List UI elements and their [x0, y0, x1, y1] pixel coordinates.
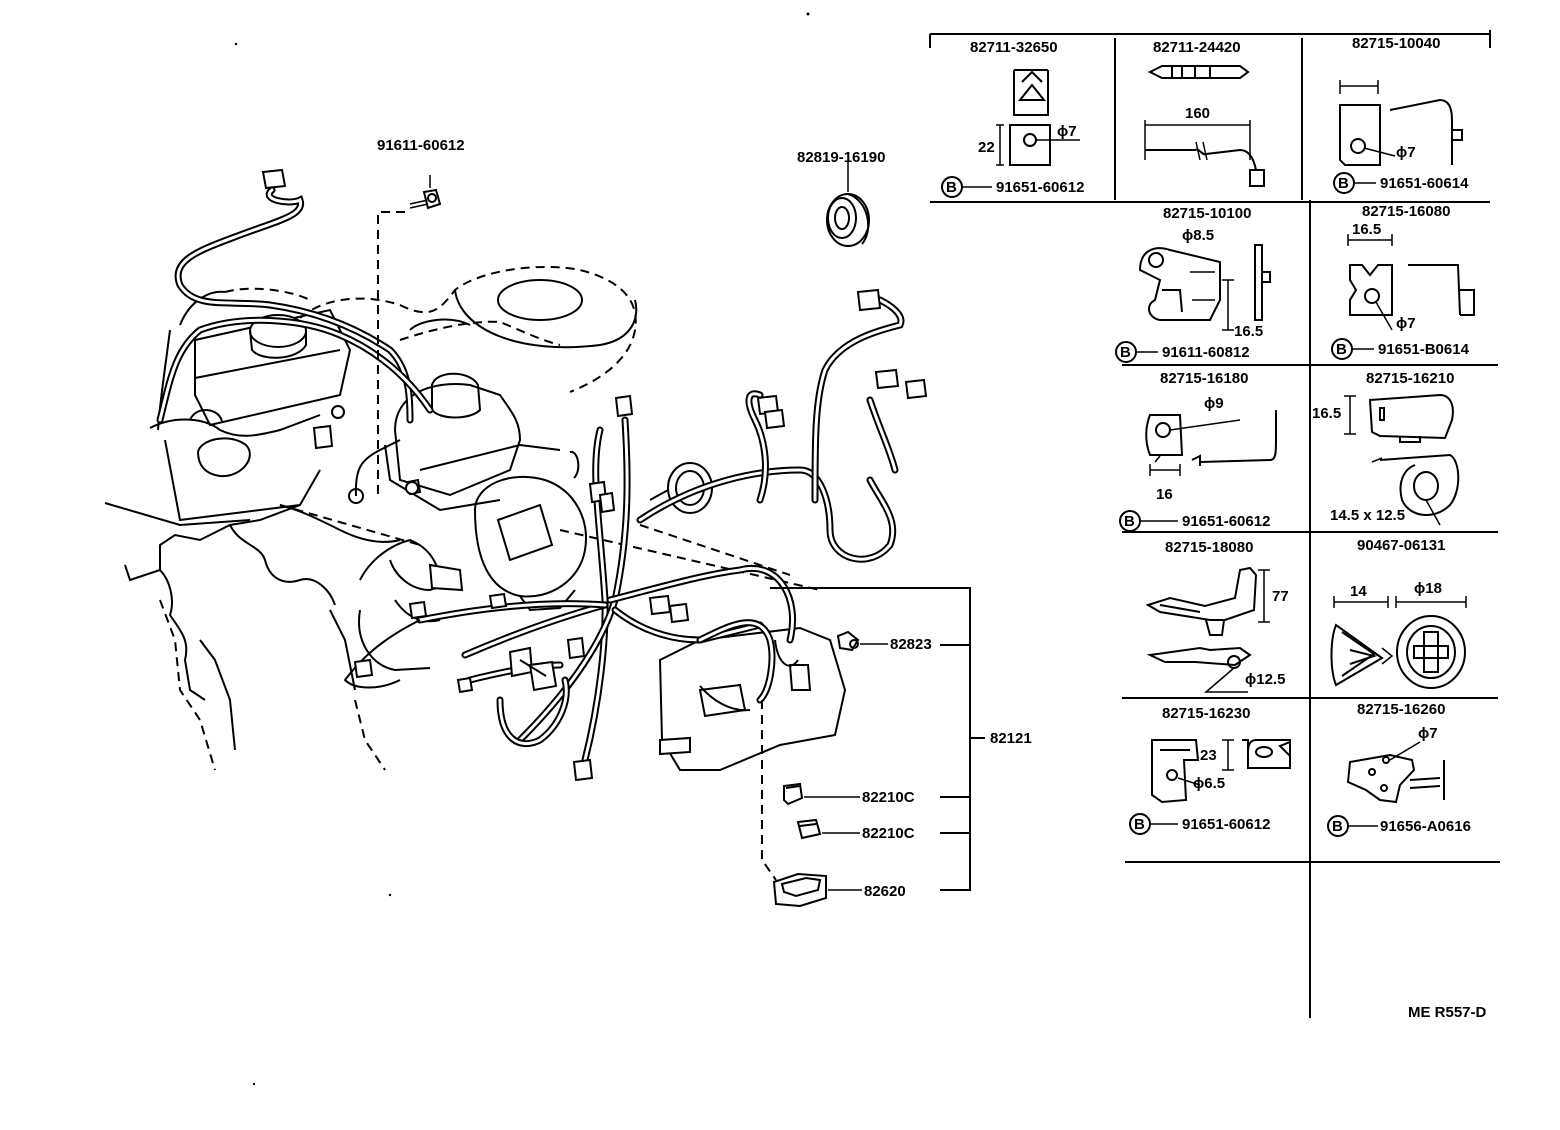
- callout-parts: 82121 82823 82210C 82210C 82620: [761, 587, 1032, 908]
- cell-part-82715-16180: 82715-16180: [1160, 370, 1248, 387]
- wiring-harness: [156, 168, 928, 782]
- dim-160: 160: [1185, 105, 1210, 122]
- bolt-part-4: 91651-B0614: [1378, 341, 1470, 358]
- label-block: 82620: [864, 883, 906, 900]
- cell-part-82715-16230: 82715-16230: [1162, 705, 1250, 722]
- cell-part-82711-24420: 82711-24420: [1153, 39, 1241, 56]
- cell-part-82715-10100: 82715-10100: [1163, 205, 1251, 222]
- bolt-part-10: 91656-A0616: [1380, 818, 1471, 835]
- dim-phi18: ϕ18: [1414, 580, 1442, 597]
- dim-16-5-b: 16.5: [1352, 221, 1381, 238]
- dim-16-5-a: 16.5: [1234, 323, 1263, 340]
- bolt-91611-60612: 91611-60612: [377, 137, 465, 495]
- table-cell-drawings: 22 ϕ7: [978, 65, 1475, 804]
- dim-phi7-b: ϕ7: [1396, 144, 1416, 161]
- dim-phi7-d: ϕ7: [1418, 725, 1438, 742]
- label-bolt: 91611-60612: [377, 137, 465, 154]
- dim-phi12-5: ϕ12.5: [1245, 671, 1285, 688]
- bolt-symbol: B: [1124, 513, 1135, 530]
- parts-table-text: 82711-32650 82711-24420 82715-10040 8271…: [970, 35, 1454, 792]
- grommet-82819-16190: 82819-16190: [797, 149, 885, 247]
- bolt-symbol: B: [946, 179, 957, 196]
- cell-part-82711-32650: 82711-32650: [970, 39, 1058, 56]
- bolt-symbol: B: [1336, 341, 1347, 358]
- bolt-callouts: B 91651-60612 B 91651-60614 B 91611-6081…: [941, 172, 1471, 837]
- cell-part-82715-10040: 82715-10040: [1352, 35, 1440, 52]
- label-relay-2: 82210C: [862, 825, 915, 842]
- bolt-symbol: B: [1134, 816, 1145, 833]
- cell-part-90467-06131: 90467-06131: [1357, 537, 1445, 554]
- dim-16: 16: [1156, 486, 1173, 503]
- dim-77: 77: [1272, 588, 1289, 605]
- bolt-symbol: B: [1332, 818, 1343, 835]
- dim-14-5x12-5: 14.5 x 12.5: [1330, 507, 1405, 524]
- bolt-symbol: B: [1120, 344, 1131, 361]
- label-grommet: 82819-16190: [797, 149, 885, 166]
- dim-22: 22: [978, 139, 995, 156]
- dim-14: 14: [1350, 583, 1367, 600]
- cell-part-82715-16260: 82715-16260: [1357, 701, 1445, 718]
- dim-phi8-5: ϕ8.5: [1182, 227, 1214, 244]
- bolt-part-3: 91611-60812: [1162, 344, 1250, 361]
- label-relay-1: 82210C: [862, 789, 915, 806]
- label-harness: 82121: [990, 730, 1032, 747]
- cell-part-82715-18080: 82715-18080: [1165, 539, 1253, 556]
- engine-illustration: [104, 265, 847, 771]
- dim-phi7-c: ϕ7: [1396, 315, 1416, 332]
- bolt-part-9: 91651-60612: [1182, 816, 1270, 833]
- bolt-part-5: 91651-60612: [1182, 513, 1270, 530]
- cell-part-82715-16210: 82715-16210: [1366, 370, 1454, 387]
- dim-16-5-c: 16.5: [1312, 405, 1341, 422]
- parts-table-grid: [929, 30, 1500, 1018]
- reference-code: ME R557-D: [1408, 1004, 1487, 1021]
- dim-phi9: ϕ9: [1204, 395, 1224, 412]
- cell-part-82715-16080: 82715-16080: [1362, 203, 1450, 220]
- dim-phi6-5: ϕ6.5: [1193, 775, 1225, 792]
- bolt-part-0: 91651-60612: [996, 179, 1084, 196]
- bolt-part-2: 91651-60614: [1380, 175, 1469, 192]
- dim-phi7-a: ϕ7: [1057, 123, 1077, 140]
- bolt-symbol: B: [1338, 175, 1349, 192]
- label-clamp: 82823: [890, 636, 932, 653]
- dim-23: 23: [1200, 747, 1217, 764]
